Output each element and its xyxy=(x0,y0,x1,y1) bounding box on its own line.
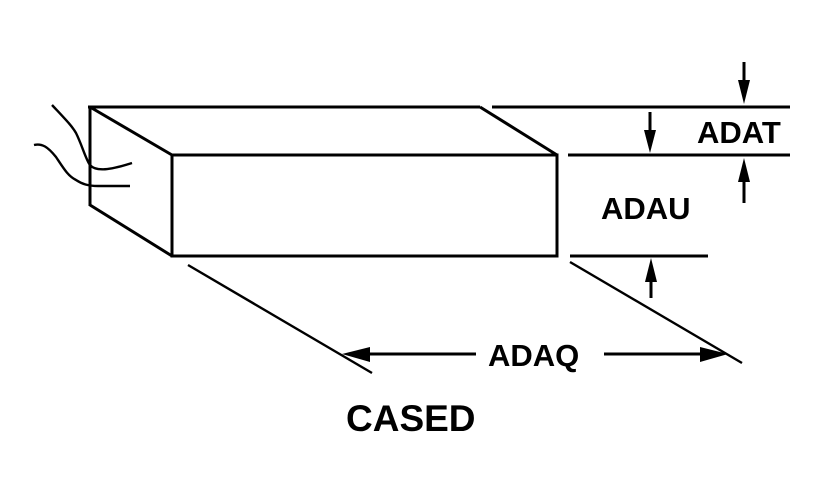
arrow-down-icon xyxy=(738,80,750,104)
box-right-top-diagonal xyxy=(479,105,558,157)
adau-dimension: ADAU xyxy=(601,112,691,298)
box-outline xyxy=(88,105,559,258)
wire-lead-upper xyxy=(51,104,133,171)
wire-lead-lower xyxy=(33,143,130,188)
arrow-left-icon xyxy=(342,347,370,362)
adau-label: ADAU xyxy=(601,191,691,226)
box-left-top-diagonal xyxy=(89,105,173,157)
adaq-label: ADAQ xyxy=(488,338,579,373)
extension-line-right-diagonal xyxy=(569,260,743,365)
adaq-dimension: ADAQ xyxy=(342,338,728,373)
diagram-title: CASED xyxy=(346,398,476,439)
adat-label: ADAT xyxy=(697,115,781,150)
box-left-bottom-diagonal xyxy=(89,203,173,258)
wire-leads xyxy=(33,104,133,188)
arrow-up-icon xyxy=(738,158,750,182)
adat-dimension: ADAT xyxy=(697,62,781,203)
arrow-down-icon xyxy=(644,130,656,153)
extension-line-left-diagonal xyxy=(187,263,373,375)
arrow-right-icon xyxy=(700,347,728,362)
extension-lines xyxy=(187,105,790,375)
box-front-face xyxy=(170,153,559,258)
arrow-up-icon xyxy=(645,258,657,282)
